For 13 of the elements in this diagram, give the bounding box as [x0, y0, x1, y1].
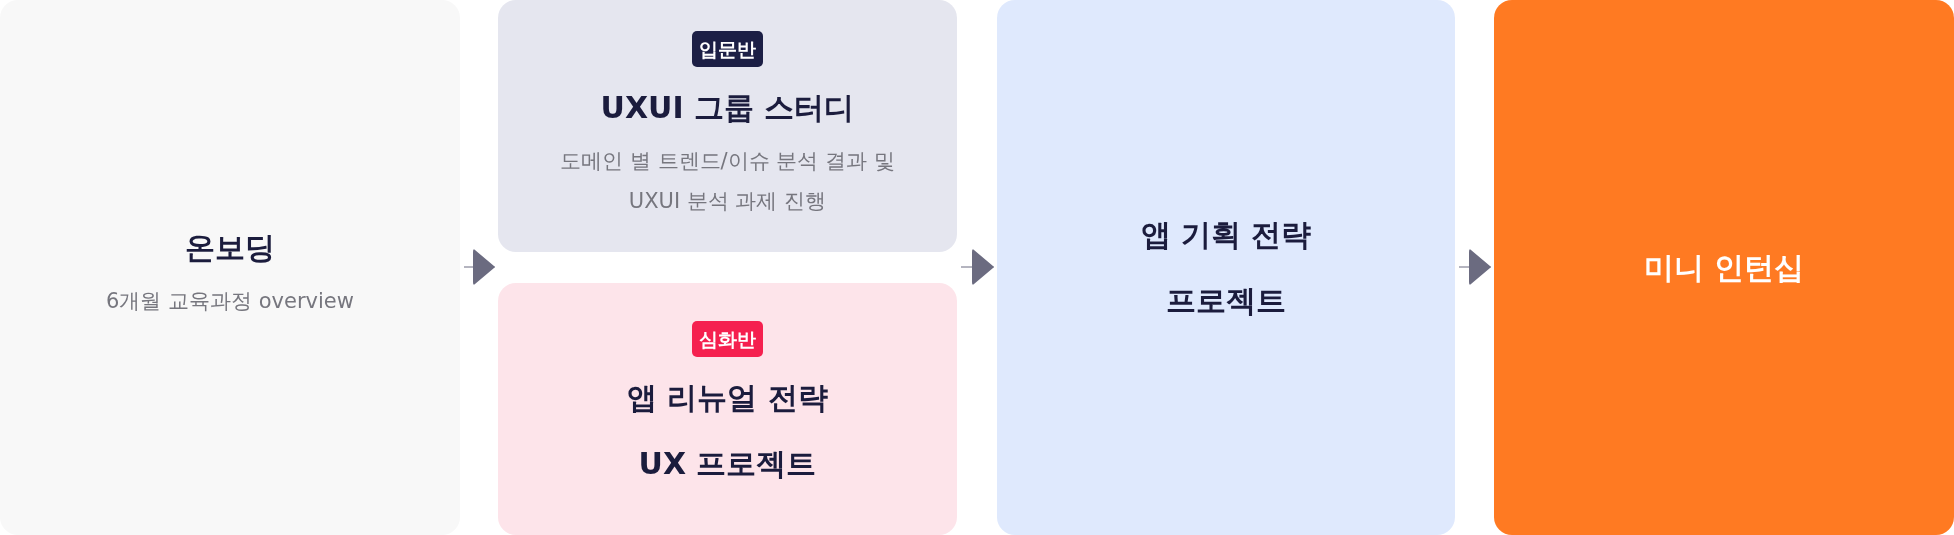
card-title: 앱 리뉴얼 전략 UX 프로젝트: [626, 379, 829, 483]
card-title: 온보딩: [185, 228, 275, 267]
card-title: 앱 기획 전략 프로젝트: [1139, 215, 1313, 320]
level-badge: 심화반: [692, 321, 763, 357]
card-description: 6개월 교육과정 overview: [106, 287, 354, 315]
stage-card: [997, 0, 1455, 535]
stage-card: [1494, 0, 1954, 535]
card-description: 도메인 별 트렌드/이슈 분석 결과 및 UXUI 분석 과제 진행: [559, 148, 896, 215]
level-badge: 입문반: [692, 31, 763, 67]
card-title: 미니 인턴십: [1643, 248, 1805, 287]
course-card: [498, 0, 957, 252]
course-card: [498, 283, 957, 535]
card-title: UXUI 그룹 스터디: [600, 89, 855, 127]
